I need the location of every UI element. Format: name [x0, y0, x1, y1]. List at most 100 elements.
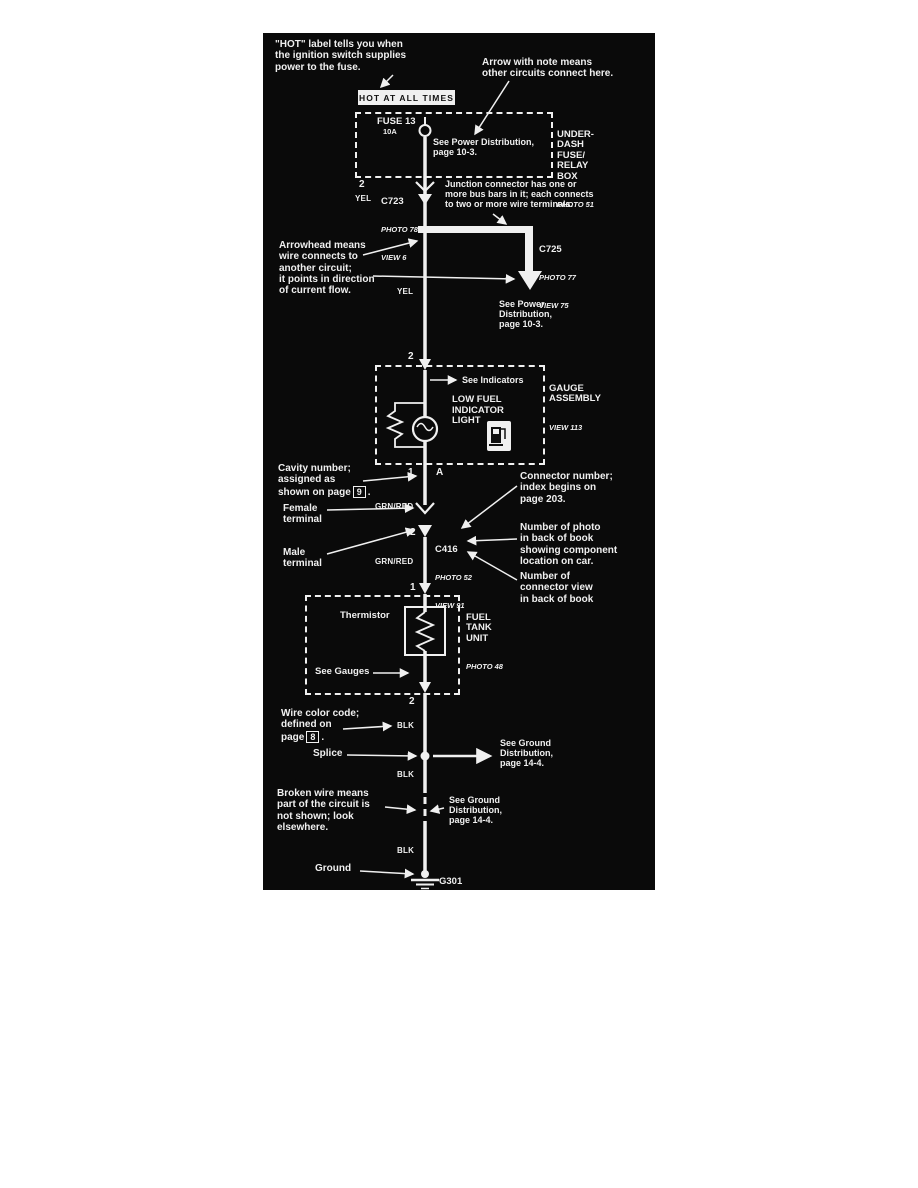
cavity-c416: 2: [410, 527, 416, 538]
male-terminal-icon: [419, 359, 431, 370]
wire-label-blk-2: BLK: [397, 770, 415, 779]
power-distribution-arrow-icon: [518, 271, 542, 290]
arrowhead-note-arrow-1: [362, 238, 419, 256]
cavity-note-suffix: .: [367, 486, 371, 498]
splice-label-arrow: [346, 751, 418, 761]
junction-note: Junction connector has one or more bus b…: [445, 179, 594, 210]
underdash-fuse-box: [355, 112, 553, 178]
junction-bus-bar-icon: [418, 226, 542, 290]
broken-note-arrow: [384, 804, 417, 815]
see-ground-splice-note: See Ground Distribution, page 14-4.: [500, 738, 553, 769]
see-ground-broken-note: See Ground Distribution, page 14-4.: [449, 795, 502, 826]
cavity-note-text: Cavity number; assigned as shown on page: [278, 463, 351, 498]
fuse-rating: 10A: [383, 127, 397, 136]
see-power-fuse-note: See Power Distribution, page 10-3.: [433, 137, 535, 158]
male-terminal-icon: [419, 682, 431, 693]
female-terminal-label: Female terminal: [283, 503, 322, 526]
wiring-diagram-tutorial: "HOT" label tells you when the ignition …: [263, 33, 655, 890]
photo-number-arrow: [466, 535, 518, 546]
ground-label: Ground: [315, 863, 352, 874]
g301-label: G301 PHOTO 21: [439, 859, 476, 890]
female-terminal-arrow: [326, 503, 415, 514]
bulb-icon: [411, 415, 439, 443]
see-indicators-note: See Indicators: [462, 375, 524, 385]
c725-name: C725: [539, 244, 562, 255]
resistor-branch-icon: [385, 402, 425, 448]
arrow-note-arrow: [474, 80, 510, 136]
thermistor-label: Thermistor: [340, 610, 390, 621]
thermistor-zigzag-icon: [414, 611, 436, 652]
c416-name: C416: [435, 544, 458, 555]
ground-label-arrow: [359, 868, 415, 879]
low-fuel-label: LOW FUEL INDICATOR LIGHT: [452, 394, 504, 427]
cavity-tank-out: 2: [409, 696, 415, 707]
underdash-name: UNDER- DASH FUSE/ RELAY BOX: [557, 129, 594, 182]
wire-color-note-text: Wire color code; defined on page: [281, 708, 360, 743]
junction-note-arrow: [492, 213, 508, 225]
cavity-page-box: 9: [352, 485, 366, 498]
arrow-note: Arrow with note means other circuits con…: [482, 57, 614, 80]
c723-name: C723: [381, 196, 404, 207]
gauge-assembly-icons: [385, 359, 439, 448]
wiring-layer: [326, 74, 542, 890]
fuse-name: FUSE 13: [377, 116, 416, 127]
c723-photo: PHOTO 78: [381, 225, 418, 235]
fuel-tank-photo: PHOTO 48: [466, 662, 503, 672]
broken-wire-note: Broken wire means part of the circuit is…: [277, 788, 370, 833]
c416-label: C416 PHOTO 52 VIEW 91: [435, 527, 472, 628]
wire-color-page-box: 8: [306, 730, 320, 743]
thermistor-body-icon: [404, 606, 446, 656]
broken-ground-arrow: [429, 804, 445, 814]
underdash-photo: PHOTO 51: [557, 200, 594, 210]
filament-icon: [416, 422, 434, 432]
wire-label-yel-1: YEL: [355, 194, 372, 203]
male-terminal-icon: [419, 583, 431, 594]
cavity-note: Cavity number; assigned as shown on page…: [278, 463, 386, 498]
cavity-gauge-in: 2: [408, 351, 414, 362]
male-terminal-label: Male terminal: [283, 547, 322, 570]
fuel-tank-name: FUEL TANK UNIT: [466, 612, 492, 644]
c416-terminal-icons: [415, 502, 435, 537]
g301-name: G301: [439, 876, 463, 887]
c416-view: VIEW 91: [435, 600, 465, 610]
wire-label-blk-1: BLK: [397, 721, 415, 730]
female-terminal-icon: [415, 502, 435, 515]
c725-view: VIEW 75: [539, 300, 569, 310]
wire-label-grnred-2: GRN/RED: [375, 557, 414, 566]
c416-photo: PHOTO 52: [435, 573, 472, 583]
wire-label-blk-3: BLK: [397, 846, 415, 855]
splice-label: Splice: [313, 748, 343, 759]
fuel-tank-icons: [404, 583, 446, 693]
leader-arrows: [326, 74, 518, 879]
arrowhead-note-arrow-2: [372, 273, 516, 284]
c725-photo: PHOTO 77: [539, 273, 576, 283]
fuel-tank-unit-box: [305, 595, 460, 695]
ground-symbol-icon: [411, 870, 439, 890]
cavity-note-arrow: [362, 471, 418, 482]
cavity-c723: 2: [359, 179, 365, 190]
wire-label-yel-2: YEL: [397, 287, 414, 296]
cavity-tank-in: 1: [410, 582, 416, 593]
fuel-gauge-icon: [487, 421, 511, 451]
gauge-assembly-box: [375, 365, 545, 465]
male-terminal-arrow: [326, 527, 416, 555]
underdash-label: UNDER- DASH FUSE/ RELAY BOX PHOTO 51: [557, 112, 594, 228]
c723-view: VIEW 6: [381, 252, 407, 262]
hot-note: "HOT" label tells you when the ignition …: [275, 39, 407, 73]
see-power-junction-note: See Power Distribution, page 10-3.: [499, 299, 552, 330]
wire-color-arrow: [342, 721, 393, 732]
c725-label: C725 PHOTO 77 VIEW 75: [539, 227, 576, 328]
wire-color-note-suffix: .: [321, 731, 325, 743]
gauge-assembly-label: GAUGE ASSEMBLY VIEW 113: [549, 366, 601, 450]
hot-at-all-times-label: HOT AT ALL TIMES: [358, 90, 455, 105]
fuel-tank-label: FUEL TANK UNIT PHOTO 48: [466, 595, 503, 690]
connector-number-arrow: [460, 485, 518, 529]
wire-label-grnred-1: GRN/RED: [375, 502, 414, 511]
gauge-assembly-name: GAUGE ASSEMBLY: [549, 383, 601, 405]
view-number-arrow: [466, 551, 518, 581]
c723-terminal-icon: [415, 181, 435, 205]
arrowhead-note: Arrowhead means wire connects to another…: [279, 240, 375, 297]
c723-label: C723 PHOTO 78 VIEW 6: [381, 179, 418, 280]
